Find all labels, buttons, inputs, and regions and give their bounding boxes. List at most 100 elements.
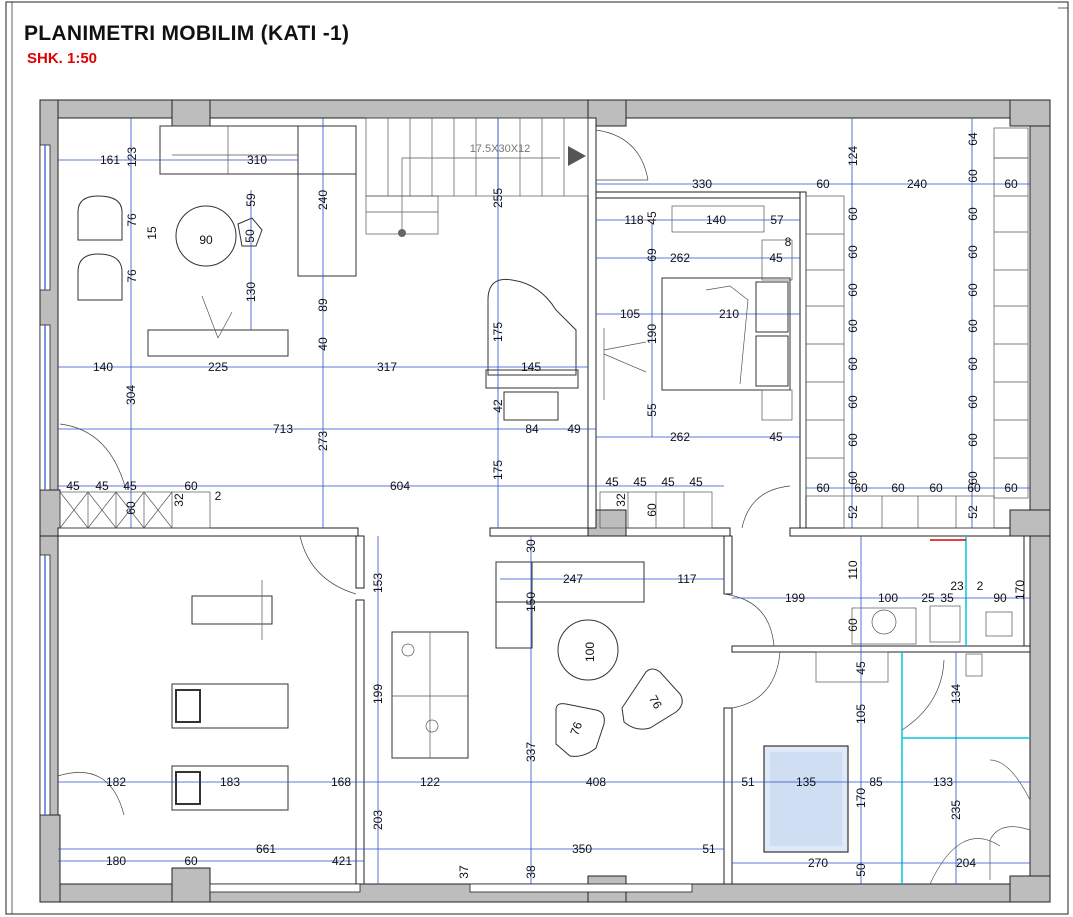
dim-38: 38 — [524, 865, 538, 879]
dim-210: 210 — [719, 307, 739, 321]
dim-35: 35 — [940, 591, 954, 605]
dim-52: 52 — [846, 505, 860, 519]
dim-60: 60 — [966, 245, 980, 259]
dim-60: 60 — [846, 319, 860, 333]
dim-40: 40 — [316, 337, 330, 351]
dim-421: 421 — [332, 854, 352, 868]
dim-51: 51 — [702, 842, 716, 856]
dim-85: 85 — [869, 775, 883, 789]
dim-2: 2 — [977, 579, 984, 593]
dim-55: 55 — [645, 403, 659, 417]
dim-2: 2 — [215, 489, 222, 503]
dim-37: 37 — [457, 865, 471, 879]
dim-180: 180 — [106, 854, 126, 868]
dim-135: 135 — [796, 775, 816, 789]
dim-183: 183 — [220, 775, 240, 789]
dim-89: 89 — [316, 298, 330, 312]
dim-60: 60 — [184, 479, 198, 493]
dim-310: 310 — [247, 153, 267, 167]
dim-60: 60 — [966, 471, 980, 485]
dim-60: 60 — [929, 481, 943, 495]
dim-175: 175 — [491, 322, 505, 342]
dim-199: 199 — [371, 684, 385, 704]
dim-50: 50 — [854, 863, 868, 877]
dim-60: 60 — [816, 481, 830, 495]
dim-25: 25 — [921, 591, 935, 605]
dim-60: 60 — [891, 481, 905, 495]
dim-170: 170 — [1013, 580, 1027, 600]
dim-100: 100 — [583, 642, 597, 662]
dim-255: 255 — [491, 188, 505, 208]
dim-60: 60 — [846, 433, 860, 447]
dim-118: 118 — [624, 213, 643, 227]
dimension-lines — [58, 118, 1030, 884]
dim-150: 150 — [524, 592, 538, 612]
dim-262: 262 — [670, 251, 690, 265]
doors — [57, 129, 1030, 884]
dim-84: 84 — [525, 422, 539, 436]
dim-32: 32 — [172, 493, 186, 507]
dim-330: 330 — [692, 177, 712, 191]
dim-337: 337 — [524, 742, 538, 762]
dim-51: 51 — [741, 775, 755, 789]
dim-199: 199 — [785, 591, 805, 605]
dim-203: 203 — [371, 810, 385, 830]
dim-175: 175 — [491, 460, 505, 480]
dim-304: 304 — [124, 385, 138, 405]
dim-90: 90 — [993, 591, 1007, 605]
dim-45: 45 — [633, 475, 647, 489]
dimension-labels: 161 123 310 240 59 50 90 76 15 76 130 89… — [66, 132, 1027, 879]
dim-153: 153 — [371, 573, 385, 593]
dim-145: 145 — [521, 360, 541, 374]
dim-190: 190 — [645, 324, 659, 344]
dim-204: 204 — [956, 856, 976, 870]
dim-59: 59 — [244, 193, 258, 207]
dim-49: 49 — [567, 422, 581, 436]
dim-350: 350 — [572, 842, 592, 856]
dim-235: 235 — [949, 800, 963, 820]
dim-60: 60 — [966, 207, 980, 221]
dim-60: 60 — [846, 245, 860, 259]
dim-90: 90 — [199, 233, 213, 247]
page-frame — [5, 1, 1069, 915]
dim-52: 52 — [966, 505, 980, 519]
drawing-scale: SHK. 1:50 — [27, 50, 98, 67]
dim-60: 60 — [966, 283, 980, 297]
dim-240: 240 — [907, 177, 927, 191]
walls — [39, 99, 1051, 903]
dim-604: 604 — [390, 479, 410, 493]
drawing-title: PLANIMETRI MOBILIM (KATI -1) — [24, 22, 350, 45]
dim-100: 100 — [878, 591, 898, 605]
dim-45: 45 — [95, 479, 109, 493]
dim-140: 140 — [706, 213, 726, 227]
dim-60: 60 — [967, 481, 981, 495]
dim-76: 76 — [125, 213, 139, 227]
dim-60: 60 — [966, 433, 980, 447]
dim-60: 60 — [966, 395, 980, 409]
dim-134: 134 — [949, 684, 963, 704]
dim-60: 60 — [846, 357, 860, 371]
dim-45: 45 — [661, 475, 675, 489]
dim-60: 60 — [184, 854, 198, 868]
dim-45: 45 — [689, 475, 703, 489]
dim-182: 182 — [106, 775, 126, 789]
dim-408: 408 — [586, 775, 606, 789]
dim-225: 225 — [208, 360, 228, 374]
dim-247: 247 — [563, 572, 583, 586]
dim-45: 45 — [605, 475, 619, 489]
dim-161: 161 — [100, 153, 120, 167]
dim-45: 45 — [769, 251, 783, 265]
dim-45: 45 — [769, 430, 783, 444]
dim-60: 60 — [816, 177, 830, 191]
furniture — [59, 117, 1031, 885]
dim-60: 60 — [846, 283, 860, 297]
dim-45: 45 — [123, 479, 137, 493]
dim-32: 32 — [614, 493, 628, 507]
dim-713: 713 — [273, 422, 293, 436]
dim-69: 69 — [645, 248, 659, 262]
dim-661: 661 — [256, 842, 276, 856]
dim-45: 45 — [854, 661, 868, 675]
dim-76: 76 — [125, 269, 139, 283]
dim-60: 60 — [854, 481, 868, 495]
